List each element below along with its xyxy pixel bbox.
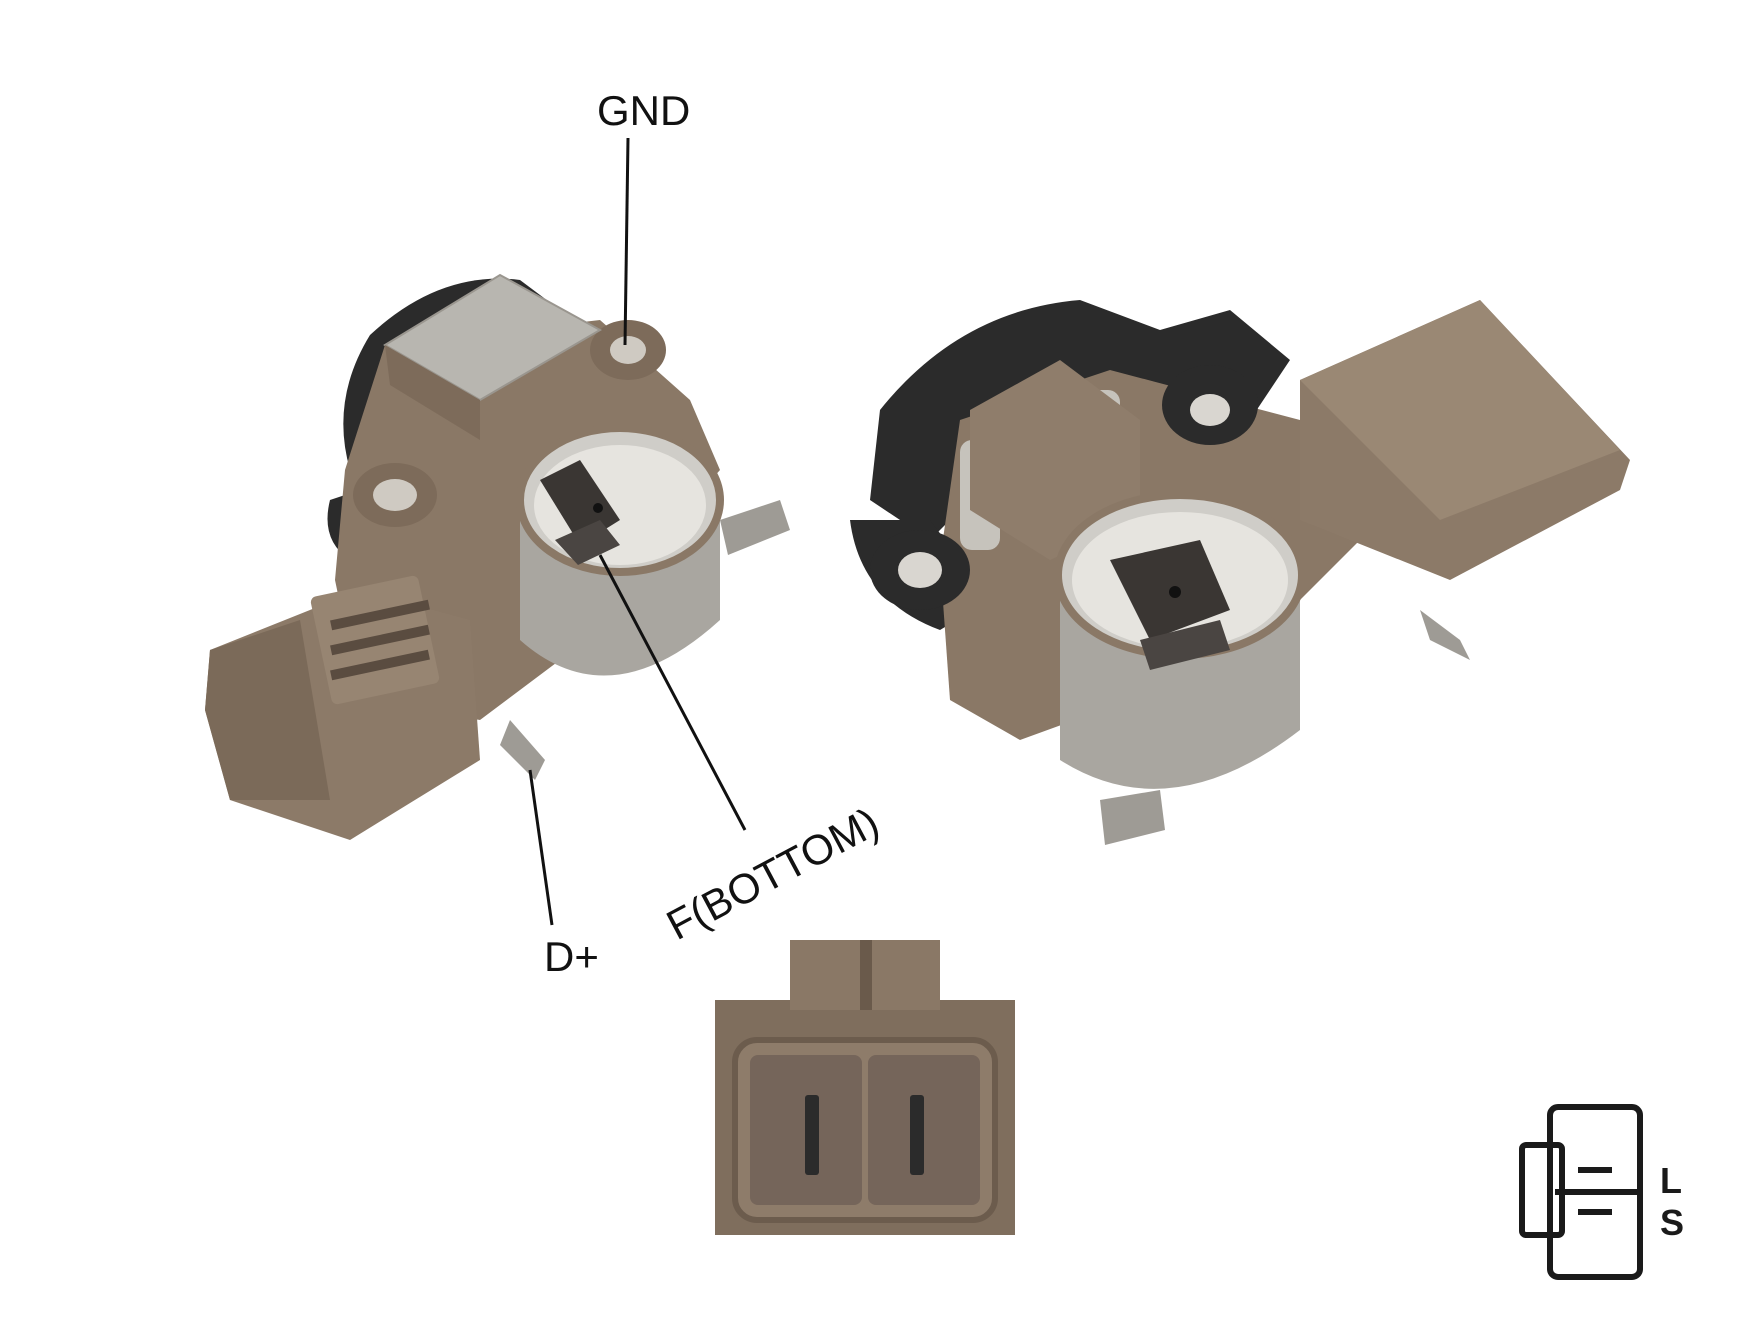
pin-label-s: S [1660,1202,1685,1243]
regulator-left-view [205,273,790,840]
carbon-brush-left [540,460,620,565]
leader-line-f-bottom [598,554,747,831]
terminal-right-1 [1100,790,1165,845]
mount-hole-right-1 [870,530,970,610]
connector-pin-symbol [1519,1104,1643,1280]
connector-plug-left [205,575,480,840]
d-plus-label: D+ [544,933,599,980]
regulator-right-view [850,300,1630,845]
brush-cylinder-left [516,424,724,676]
pin-label-l: L [1660,1160,1682,1201]
metal-cover-plate [383,273,603,402]
terminal-right-2 [1420,610,1470,660]
mount-hole-gnd [590,320,666,380]
mount-hole-left-1 [353,463,437,527]
leader-line-gnd [623,137,630,346]
terminal-tab-right [720,500,790,555]
gnd-label: GND [597,87,691,134]
connector-pin-left [805,1095,819,1175]
metal-cover-side [385,345,480,440]
brush-holder-block [970,360,1140,560]
connector-pin-right [910,1095,924,1175]
carbon-brush-right [1110,540,1230,670]
leader-line-d-plus [528,769,554,926]
connector-plug-right [1300,300,1630,580]
connector-closeup-photo [715,940,1015,1235]
terminal-d-plus [500,720,545,780]
mount-hole-right-2 [1162,365,1258,445]
